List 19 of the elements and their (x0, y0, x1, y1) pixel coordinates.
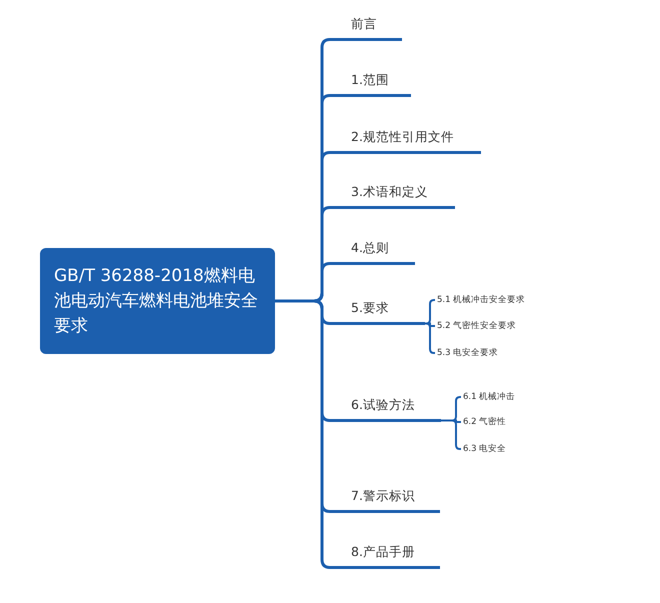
subtopic-label: 5.2 气密性安全要求 (437, 320, 516, 332)
subtopic-label: 6.3 电安全 (463, 443, 506, 455)
connector-line (275, 300, 347, 569)
connector-line (424, 299, 436, 324)
central-topic-box: GB/T 36288-2018燃料电池电动汽车燃料电池堆安全要求 (40, 248, 275, 354)
topic-label: 3.术语和定义 (347, 184, 455, 209)
subtopic-label: 5.1 机械冲击安全要求 (437, 294, 526, 306)
topic-label: 前言 (347, 16, 402, 41)
topic-label: 2.规范性引用文件 (347, 129, 481, 154)
subtopic-label: 5.3 电安全要求 (437, 347, 498, 359)
subtopic-label: 6.2 气密性 (463, 416, 506, 428)
topic-label: 5.要求 (347, 300, 425, 325)
topic-label: 1.范围 (347, 72, 411, 97)
connector-line (425, 322, 435, 327)
topic-label: 6.试验方法 (347, 397, 441, 422)
topic-label: 7.警示标识 (347, 488, 440, 513)
topic-label: 4.总则 (347, 240, 415, 265)
topic-label: 8.产品手册 (347, 544, 440, 569)
subtopic-label: 6.1 机械冲击 (463, 391, 516, 403)
